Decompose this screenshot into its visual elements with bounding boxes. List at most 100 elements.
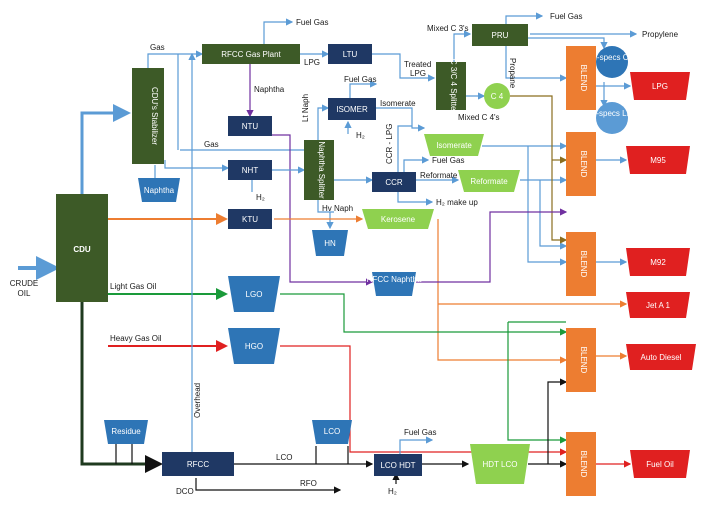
propane-label: Propane bbox=[508, 58, 517, 89]
rfcc-naphtha-label-1: RFCC Naphtha bbox=[367, 275, 422, 284]
product-jet-label: Jet A 1 bbox=[646, 301, 671, 310]
blend-diesel-unit bbox=[566, 328, 596, 392]
blend-lpg-label: BLEND bbox=[579, 65, 588, 92]
cdu-rfcc-line bbox=[80, 302, 163, 473]
pru-label: PRU bbox=[492, 31, 509, 40]
ntu-label: NTU bbox=[242, 122, 259, 131]
lco-tank bbox=[312, 420, 352, 444]
hgo-label: HGO bbox=[245, 342, 263, 351]
rfcc-gas-plant-unit bbox=[202, 44, 300, 64]
pru-unit bbox=[472, 24, 528, 46]
light-gas-oil-label: Light Gas Oil bbox=[110, 282, 156, 291]
flow-labels: Gas Gas Fuel Gas Fuel Gas Fuel Gas Fuel … bbox=[110, 12, 679, 496]
treated-lpg-line bbox=[372, 53, 436, 82]
heavy-gas-oil-label: Heavy Gas Oil bbox=[110, 334, 162, 343]
fuel-gas-top-line bbox=[263, 18, 294, 44]
propane-line bbox=[505, 46, 568, 82]
offspecs-c3-label: Off-specs C3= bbox=[586, 53, 638, 62]
mixed-c4-label: Mixed C 4's bbox=[458, 113, 500, 122]
naphtha-label: Naphtha bbox=[254, 85, 285, 94]
isomerate-line bbox=[376, 107, 426, 132]
hgo-tank bbox=[228, 328, 280, 364]
hdt-lco-diesel-line bbox=[547, 378, 568, 464]
rfo-line bbox=[195, 478, 342, 494]
lco-fuel-gas-line bbox=[399, 436, 434, 454]
h2-nht-label: H₂ bbox=[256, 193, 265, 202]
h2-lco-label: H₂ bbox=[388, 487, 397, 496]
gas-line bbox=[147, 50, 204, 68]
c4-label: C 4 bbox=[491, 92, 504, 101]
hv-naph-label: Hv Naph bbox=[322, 204, 353, 213]
product-diesel bbox=[626, 344, 696, 370]
rfcc-naphtha-blend-line bbox=[416, 208, 568, 283]
crude-label-1: CRUDE bbox=[10, 279, 38, 288]
product-diesel-label: Auto Diesel bbox=[641, 353, 682, 362]
hdt-lco-tank bbox=[470, 444, 530, 484]
lco-flow-label: LCO bbox=[276, 453, 292, 462]
lco-hdt-label: LCO HDT bbox=[380, 461, 415, 470]
mixed-c3-line bbox=[453, 30, 472, 64]
ktu-label: KTU bbox=[242, 215, 258, 224]
isomerate-blend2-line bbox=[527, 146, 568, 266]
ltu-label: LTU bbox=[343, 50, 358, 59]
hgo-fuel-oil-line bbox=[280, 345, 568, 456]
h2-make-up-label: H₂ make up bbox=[436, 198, 478, 207]
blend-m95-label: BLEND bbox=[579, 151, 588, 178]
overhead-label: Overhead bbox=[193, 383, 202, 418]
hn-label: HN bbox=[324, 239, 336, 248]
blend-m95-unit bbox=[566, 132, 596, 196]
c3c4-splitter-unit bbox=[436, 62, 466, 110]
isomer-fuel-gas-line bbox=[349, 80, 378, 98]
product-lpg bbox=[630, 72, 690, 100]
residue-label: Residue bbox=[111, 427, 141, 436]
crude-label-2: OIL bbox=[18, 289, 31, 298]
product-fuel-oil bbox=[630, 450, 690, 478]
isomer-unit bbox=[328, 98, 376, 120]
isomerate-tank bbox=[424, 134, 484, 156]
h2-make-up-line bbox=[397, 190, 434, 206]
c4-blend-line bbox=[510, 95, 568, 244]
cdu-label: CDU bbox=[73, 245, 91, 254]
blend-m92-unit bbox=[566, 232, 596, 296]
isomer-label: ISOMER bbox=[336, 105, 368, 114]
green-fueloil-line bbox=[507, 322, 568, 444]
reformate-tank bbox=[458, 170, 520, 192]
blend-units: BLEND BLEND BLEND BLEND BLEND bbox=[566, 46, 596, 496]
pru-fuel-gas-line bbox=[505, 12, 544, 26]
residue-lines bbox=[115, 444, 133, 464]
reformate-label: Reformate bbox=[470, 177, 508, 186]
fuel-gas-lco-label: Fuel Gas bbox=[404, 428, 436, 437]
lgo-label: LGO bbox=[246, 290, 263, 299]
gas2-label: Gas bbox=[204, 140, 219, 149]
naphtha-splitter-unit bbox=[304, 140, 334, 200]
gas-label: Gas bbox=[150, 43, 165, 52]
product-jet bbox=[626, 292, 690, 318]
lpg-flow-label: LPG bbox=[304, 58, 320, 67]
lgo-tank bbox=[228, 276, 280, 312]
lco-tank-lines bbox=[315, 446, 349, 464]
propylene-label: Propylene bbox=[642, 30, 679, 39]
lt-naph-line bbox=[317, 104, 330, 140]
product-fuel-oil-label: Fuel Oil bbox=[646, 460, 674, 469]
product-lpg-label: LPG bbox=[652, 82, 668, 91]
blend-m92-label: BLEND bbox=[579, 251, 588, 278]
mixed-c3-label: Mixed C 3's bbox=[427, 24, 469, 33]
h2-isomer-label: H₂ bbox=[356, 131, 365, 140]
lco-tank-label: LCO bbox=[324, 427, 340, 436]
stab-nht-line bbox=[164, 160, 230, 172]
blend-lpg-unit bbox=[566, 46, 596, 110]
kerosene-diesel-line bbox=[437, 219, 568, 364]
treated-label-1: Treated bbox=[404, 60, 431, 69]
offspecs-lpg-circle bbox=[596, 102, 628, 134]
hn-tank bbox=[312, 230, 348, 256]
dco-label: DCO bbox=[176, 487, 194, 496]
treated-label-2: LPG bbox=[410, 69, 426, 78]
ccr-lpg-label: CCR - LPG bbox=[385, 124, 394, 164]
offspecs-lpg-label: Off-specs LPG bbox=[586, 109, 638, 118]
cdu-stabilizer-label: CDU's Stabilizer bbox=[150, 87, 159, 145]
lco-hdt-unit bbox=[374, 454, 422, 476]
flow-lines bbox=[18, 12, 638, 494]
ccr-unit bbox=[372, 172, 416, 192]
